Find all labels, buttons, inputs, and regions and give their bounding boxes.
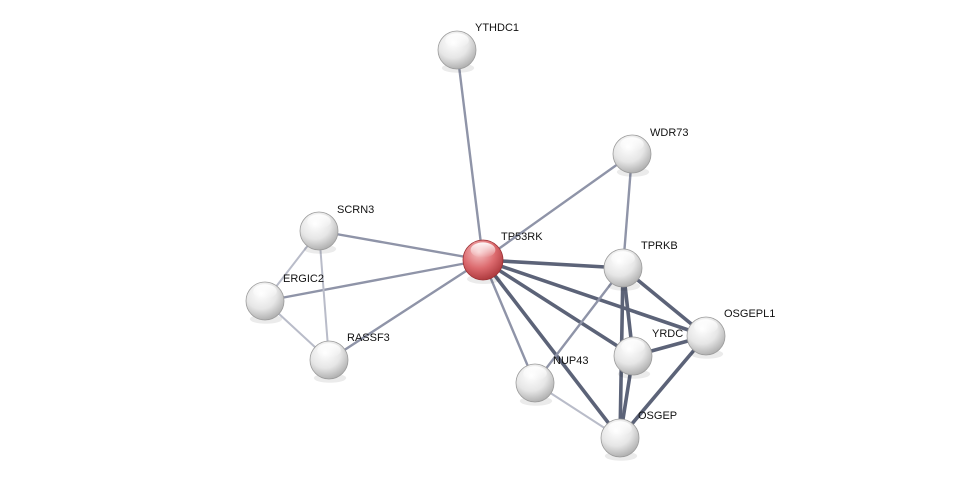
node-rassf3[interactable]: RASSF3	[309, 332, 390, 383]
node-ythdc1[interactable]: YTHDC1	[437, 22, 519, 73]
edge-tp53rk-osgep	[481, 258, 622, 440]
node-label-yrdc: YRDC	[652, 328, 683, 340]
node-label-rassf3: RASSF3	[347, 332, 390, 344]
edge-tprkb-nup43	[533, 266, 625, 385]
edge-tp53rk-wdr73	[481, 152, 634, 262]
node-label-ythdc1: YTHDC1	[475, 22, 519, 34]
sphere-highlight	[523, 366, 547, 381]
node-tp53rk[interactable]: TP53RK	[462, 231, 543, 284]
edge-osgepl1-osgep	[618, 334, 708, 440]
edge-tp53rk-rassf3	[327, 258, 485, 362]
node-ergic2[interactable]: ERGIC2	[245, 273, 324, 324]
sphere-highlight	[470, 242, 496, 258]
edge-tp53rk-scrn3	[317, 229, 485, 262]
node-nup43[interactable]: NUP43	[515, 355, 588, 406]
edge-tp53rk-osgepl1	[481, 258, 708, 338]
edge-tp53rk-ythdc1	[455, 48, 485, 262]
node-label-osgepl1: OSGEPL1	[724, 308, 775, 320]
sphere-highlight	[694, 319, 718, 334]
edge-tp53rk-yrdc	[481, 258, 635, 358]
sphere-highlight	[620, 137, 644, 152]
sphere-highlight	[621, 339, 645, 354]
node-wdr73[interactable]: WDR73	[612, 127, 689, 177]
edge-tp53rk-nup43	[481, 258, 537, 385]
sphere-highlight	[253, 284, 277, 299]
sphere-highlight	[611, 251, 635, 266]
node-yrdc[interactable]: YRDC	[613, 328, 683, 379]
sphere-highlight	[307, 214, 331, 229]
edge-tp53rk-ergic2	[263, 258, 485, 303]
sphere-highlight	[317, 343, 341, 358]
node-label-osgep: OSGEP	[638, 410, 677, 422]
node-scrn3[interactable]: SCRN3	[299, 204, 374, 254]
edge-scrn3-rassf3	[318, 230, 330, 361]
node-label-wdr73: WDR73	[650, 127, 689, 139]
edge-tp53rk-tprkb	[481, 258, 625, 270]
node-label-tprkb: TPRKB	[641, 240, 678, 252]
node-tprkb[interactable]: TPRKB	[603, 240, 678, 291]
node-osgep[interactable]: OSGEP	[600, 410, 677, 461]
node-label-tp53rk: TP53RK	[501, 231, 543, 243]
sphere-highlight	[608, 421, 632, 436]
node-osgepl1[interactable]: OSGEPL1	[686, 308, 775, 359]
sphere-highlight	[445, 33, 469, 48]
node-label-ergic2: ERGIC2	[283, 273, 324, 285]
node-label-scrn3: SCRN3	[337, 204, 374, 216]
node-label-nup43: NUP43	[553, 355, 588, 367]
